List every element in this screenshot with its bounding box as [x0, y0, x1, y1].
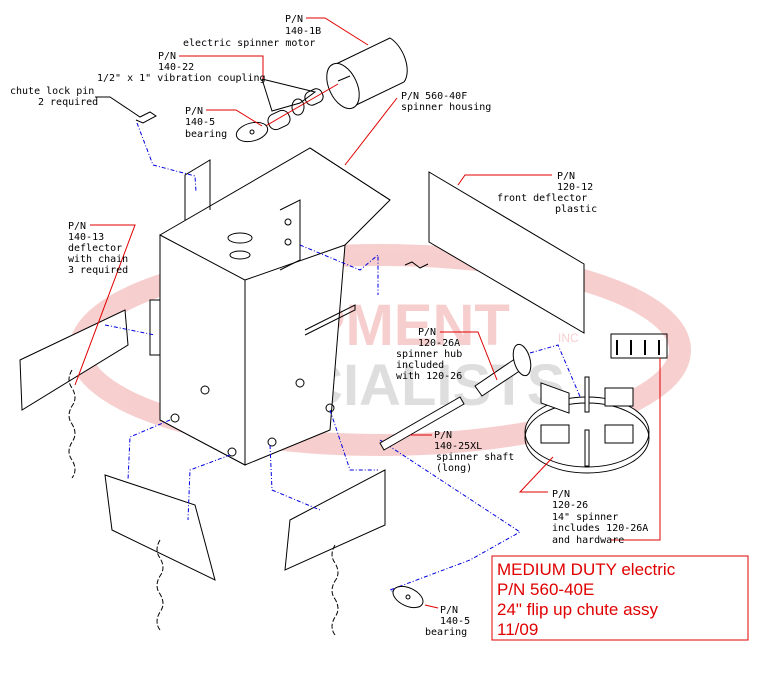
pn: P/N — [552, 489, 570, 500]
pn: P/N — [68, 221, 86, 232]
quantity: 3 required — [68, 265, 128, 276]
pn: P/N — [440, 605, 458, 616]
title-line-2: P/N 560-40E — [497, 580, 594, 599]
pn: P/N — [418, 327, 436, 338]
part-number: 120-12 — [557, 182, 593, 193]
part-number: 120-26 — [552, 500, 588, 511]
description-2: included — [396, 360, 444, 371]
label-shaft: P/N 140-25XL spinner shaft (long) — [434, 430, 514, 474]
label-spinner: P/N 120-26 14" spinner includes 120-26A … — [552, 489, 648, 546]
part-number: 140-25XL — [434, 441, 482, 452]
description-2: (long) — [436, 463, 472, 474]
label-motor: P/N 140-1B electric spinner motor — [183, 14, 321, 49]
hardware-box — [610, 333, 668, 359]
motor-drawing — [326, 37, 408, 110]
pn: P/N — [185, 106, 203, 117]
title-date: 11/09 — [497, 620, 538, 639]
label-deflector: P/N 140-13 deflector with chain 3 requir… — [68, 221, 128, 276]
description: spinner hub — [396, 349, 462, 360]
description: electric spinner motor — [183, 38, 315, 49]
description: 14" spinner — [552, 512, 618, 523]
pn: P/N — [285, 14, 303, 25]
spinner-drawing — [524, 376, 650, 474]
label-coupling: P/N 140-22 1/2" x 1" vibration coupling — [97, 51, 266, 84]
watermark-suffix: INC — [558, 331, 579, 345]
pn: P/N — [434, 430, 452, 441]
description: front deflector — [497, 193, 587, 204]
description-2: with chain — [68, 254, 128, 265]
quantity: 2 required — [38, 97, 98, 108]
description: bearing — [185, 129, 227, 140]
spinner-shaft-drawing — [379, 396, 465, 451]
material: plastic — [555, 204, 597, 215]
part-number: 120-26A — [418, 338, 460, 349]
label-housing: P/N 560-40F spinner housing — [401, 91, 491, 113]
title-block: MEDIUM DUTY electric P/N 560-40E 24" fli… — [491, 555, 749, 641]
chute-pin-top — [95, 96, 157, 124]
chute-pin-right — [404, 261, 429, 269]
part-number: 140-22 — [158, 62, 194, 73]
coupling-drawing — [261, 78, 339, 131]
description: bearing — [425, 627, 467, 638]
description: deflector — [68, 243, 122, 254]
part-number: 140-1B — [285, 26, 321, 37]
description-2: includes 120-26A — [552, 523, 648, 534]
pn: P/N — [158, 51, 176, 62]
label-chute-pin: chute lock pin 2 required — [10, 86, 98, 108]
description-3: and hardware — [552, 535, 624, 546]
part-number: 140-5 — [440, 616, 470, 627]
label-hub: P/N 120-26A spinner hub included with 12… — [396, 327, 462, 382]
description: chute lock pin — [10, 86, 94, 97]
deflector-left-drawing — [19, 309, 129, 479]
title-line-1: MEDIUM DUTY electric — [497, 560, 676, 579]
spinner-hub-drawing — [474, 343, 532, 397]
description: 1/2" x 1" vibration coupling — [97, 73, 266, 84]
housing-drawing — [149, 147, 391, 466]
bearing-bottom-drawing — [392, 585, 424, 609]
part-number: 140-13 — [68, 232, 104, 243]
label-bearing-top: P/N 140-5 bearing — [185, 106, 227, 140]
leader-lines — [74, 17, 661, 609]
title-line-3: 24" flip up chute assy — [497, 600, 659, 619]
label-front-deflector: P/N 120-12 front deflector plastic — [497, 171, 597, 215]
part-number: P/N 560-40F — [401, 91, 467, 102]
deflector-center-drawing — [104, 474, 216, 631]
pn: P/N — [557, 171, 575, 182]
deflector-right-drawing — [284, 469, 386, 636]
description: spinner housing — [401, 102, 491, 113]
front-deflector-drawing — [428, 171, 585, 334]
bearing-top-drawing — [235, 121, 269, 143]
description: spinner shaft — [436, 452, 514, 463]
label-bearing-bottom: P/N 140-5 bearing — [425, 605, 470, 638]
description-3: with 120-26 — [396, 371, 462, 382]
part-number: 140-5 — [185, 117, 215, 128]
